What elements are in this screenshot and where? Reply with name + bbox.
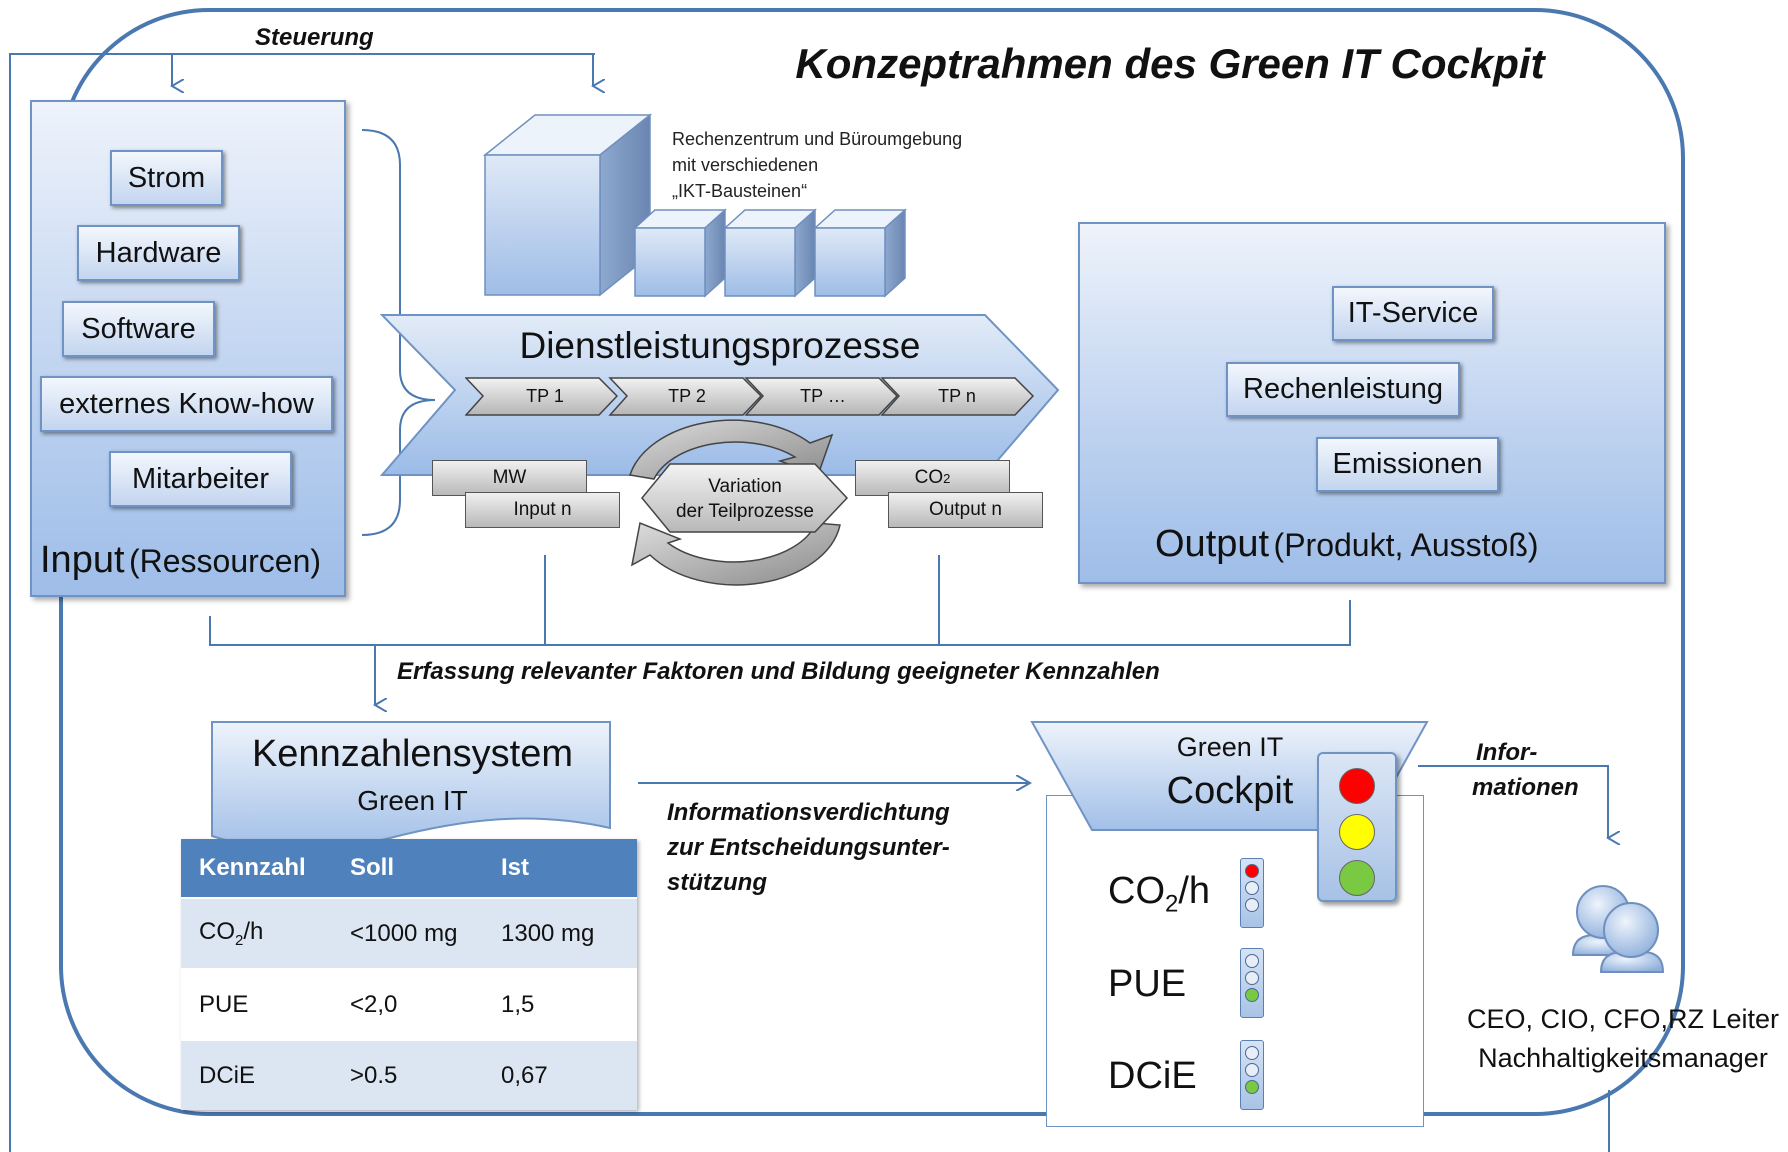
indicator-dot xyxy=(1245,1063,1259,1077)
table-cell-ist: 0,67 xyxy=(483,1039,637,1110)
tp-2: TP 2 xyxy=(668,386,706,406)
col-soll: Soll xyxy=(332,839,483,898)
indicator-dot xyxy=(1245,898,1259,912)
cell-k-sub: 2 xyxy=(235,931,244,949)
variation-label: Variation der Teilprozesse xyxy=(650,474,840,524)
rz-caption-line2: mit verschiedenen xyxy=(672,155,819,175)
indicator-dot xyxy=(1245,864,1259,878)
indicator-co2-icon xyxy=(1240,858,1264,928)
traffic-light-red xyxy=(1339,768,1375,804)
variation-shape xyxy=(641,463,849,533)
table-header-row: Kennzahl Soll Ist xyxy=(181,839,637,898)
cockpit-dcie-label: DCiE xyxy=(1108,1055,1197,1097)
informationen-line1: Infor- xyxy=(1476,739,1538,766)
indicator-dot xyxy=(1245,1046,1259,1060)
input-item-software: Software xyxy=(62,301,215,357)
verdichtung-line3: stützung xyxy=(667,869,767,896)
cell-k-rest: /h xyxy=(243,918,264,946)
mw-box: MW xyxy=(432,460,587,496)
input-item-hardware: Hardware xyxy=(77,225,240,281)
rz-caption: Rechenzentrum und Büroumgebung mit versc… xyxy=(672,126,962,204)
output-title-main: Output xyxy=(1155,523,1270,565)
cockpit-title-big: Cockpit xyxy=(1166,770,1294,812)
output-item-it-service: IT-Service xyxy=(1332,286,1494,341)
input-title-sub: (Ressourcen) xyxy=(128,543,322,579)
input-item-mitarbeiter: Mitarbeiter xyxy=(109,451,292,507)
indicator-dot xyxy=(1245,971,1259,985)
traffic-light-green xyxy=(1339,860,1375,896)
kennzahlen-table: Kennzahl Soll Ist CO2/h <1000 mg 1300 mg… xyxy=(181,839,637,1110)
table-cell-soll: <2,0 xyxy=(332,968,483,1040)
kennzahlen-title: Kennzahlensystem xyxy=(251,733,574,775)
indicator-dot xyxy=(1245,881,1259,895)
table-cell-soll: >0.5 xyxy=(332,1039,483,1110)
verdichtung-line1: Informationsverdichtung xyxy=(667,799,950,826)
tp-n: TP n xyxy=(938,386,976,406)
users-icon xyxy=(1571,885,1665,973)
indicator-dcie-icon xyxy=(1240,1040,1264,1110)
output-item-emissionen: Emissionen xyxy=(1316,437,1499,492)
output-item-rechenleistung: Rechenleistung xyxy=(1226,362,1460,417)
rz-caption-line1: Rechenzentrum und Büroumgebung xyxy=(672,129,963,149)
co2-box-label: CO xyxy=(914,467,944,488)
co2-box-sub: 2 xyxy=(943,470,951,486)
input-item-strom: Strom xyxy=(110,150,223,206)
table-cell-ist: 1300 mg xyxy=(483,897,637,969)
ikt-cubes-icon xyxy=(482,113,907,298)
kennzahlen-subtitle: Green IT xyxy=(357,785,468,816)
cell-k: CO xyxy=(199,918,235,946)
input-title-main: Input xyxy=(40,539,125,581)
tp-1: TP 1 xyxy=(526,386,564,406)
indicator-dot xyxy=(1245,988,1259,1002)
table-row: PUE <2,0 1,5 xyxy=(181,968,637,1040)
cycle-arrow-icon xyxy=(629,419,841,586)
table-cell-kennzahl: PUE xyxy=(181,968,332,1040)
tp-dots: TP … xyxy=(800,386,846,406)
table-cell-kennzahl: CO2/h xyxy=(181,897,332,969)
informationen-line2: mationen xyxy=(1472,774,1579,801)
input-n-box: Input n xyxy=(465,492,620,528)
cockpit-co2-rest: /h xyxy=(1178,870,1211,912)
indicator-dot xyxy=(1245,1080,1259,1094)
table-cell-ist: 1,5 xyxy=(483,968,637,1040)
page-title: Konzeptrahmen des Green IT Cockpit xyxy=(795,40,1545,87)
roles-line2: Nachhaltigkeitsmanager xyxy=(1478,1043,1768,1073)
traffic-light-icon xyxy=(1317,752,1397,902)
table-row: CO2/h <1000 mg 1300 mg xyxy=(181,897,637,969)
input-item-know-how: externes Know-how xyxy=(40,376,333,432)
cockpit-title-small: Green IT xyxy=(1176,732,1284,762)
verdichtung-label: Informationsverdichtung zur Entscheidung… xyxy=(667,795,950,900)
cockpit-pue-label: PUE xyxy=(1108,963,1187,1005)
rz-caption-line3: „IKT-Bausteinen“ xyxy=(672,181,808,201)
verdichtung-line2: zur Entscheidungsunter- xyxy=(667,834,950,861)
tp-chevrons xyxy=(465,377,1035,416)
col-ist: Ist xyxy=(483,839,637,898)
variation-line2: der Teilprozesse xyxy=(675,501,814,522)
erfassung-label: Erfassung relevanter Faktoren und Bildun… xyxy=(397,658,1160,685)
traffic-light-yellow xyxy=(1339,814,1375,850)
input-title: Input (Ressourcen) xyxy=(40,539,321,582)
output-title: Output (Produkt, Ausstoß) xyxy=(1155,523,1539,566)
variation-line1: Variation xyxy=(708,476,782,497)
steuerung-label: Steuerung xyxy=(255,24,374,51)
output-n-box: Output n xyxy=(888,492,1043,528)
table-row: DCiE >0.5 0,67 xyxy=(181,1039,637,1110)
cockpit-co2-sub: 2 xyxy=(1165,890,1179,918)
col-kennzahl: Kennzahl xyxy=(181,839,332,898)
table-cell-soll: <1000 mg xyxy=(332,897,483,969)
table-cell-kennzahl: DCiE xyxy=(181,1039,332,1110)
indicator-dot xyxy=(1245,954,1259,968)
roles-label: CEO, CIO, CFO,RZ Leiter Nachhaltigkeitsm… xyxy=(1458,1000,1788,1078)
output-title-sub: (Produkt, Ausstoß) xyxy=(1273,527,1539,563)
cockpit-co2-label: CO2/h xyxy=(1108,870,1210,919)
informationen-label: Infor- mationen xyxy=(1472,735,1579,805)
indicator-pue-icon xyxy=(1240,948,1264,1018)
cockpit-co2-main: CO xyxy=(1108,870,1165,912)
roles-line1: CEO, CIO, CFO,RZ Leiter xyxy=(1466,1004,1780,1034)
process-title: Dienstleistungsprozesse xyxy=(519,325,921,366)
